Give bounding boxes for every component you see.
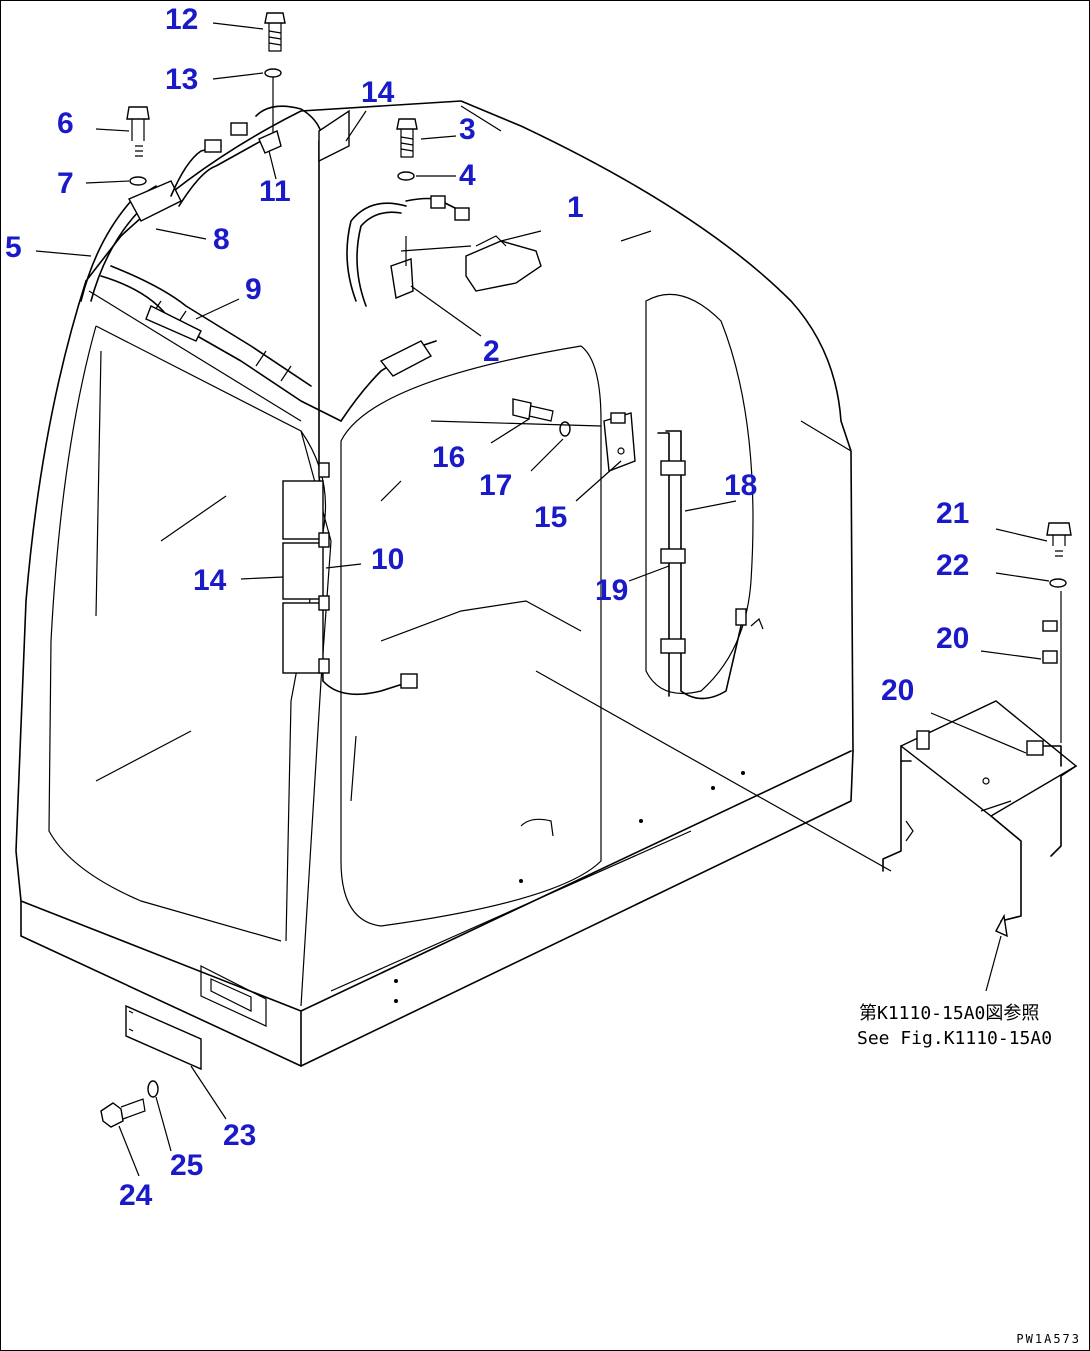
callout-5: 5 [5, 231, 22, 264]
callout-24: 24 [119, 1179, 153, 1212]
reference-note-english: See Fig.K1110-15A0 [857, 1028, 1053, 1049]
drawing-code: PW1A573 [1016, 1332, 1081, 1346]
callout-2: 2 [483, 335, 500, 368]
callout-10: 10 [371, 543, 405, 576]
reference-note-japanese: 第K1110-15A0図参照 [859, 1003, 1040, 1024]
callout-17: 17 [479, 469, 513, 502]
cab-body [15, 100, 854, 1067]
callout-20-lower: 20 [881, 674, 915, 707]
callout-8: 8 [213, 223, 230, 256]
callout-19: 19 [595, 574, 629, 607]
callout-18: 18 [724, 469, 758, 502]
callout-15: 15 [534, 501, 568, 534]
rear-harness [603, 412, 764, 700]
callout-14-lower: 14 [193, 564, 227, 597]
callout-1: 1 [567, 191, 584, 224]
callout-3: 3 [459, 113, 476, 146]
callout-7: 7 [57, 167, 74, 200]
callout-14-upper: 14 [361, 76, 395, 109]
callout-16: 16 [432, 441, 466, 474]
callout-21: 21 [936, 497, 970, 530]
callout-6: 6 [57, 107, 74, 140]
callout-9: 9 [245, 273, 262, 306]
fasteners [100, 12, 1072, 1128]
leader-lines [35, 22, 1050, 1177]
callout-22: 22 [936, 549, 970, 582]
callout-23: 23 [223, 1119, 257, 1152]
callout-20-upper: 20 [936, 622, 970, 655]
controller-bracket [882, 591, 1078, 992]
tape-set-14 [282, 462, 330, 674]
callout-11: 11 [259, 175, 291, 208]
callout-4: 4 [459, 159, 476, 192]
callout-13: 13 [165, 63, 199, 96]
harness-assembly [80, 73, 542, 696]
callout-25: 25 [170, 1149, 204, 1182]
callout-12: 12 [165, 3, 199, 36]
